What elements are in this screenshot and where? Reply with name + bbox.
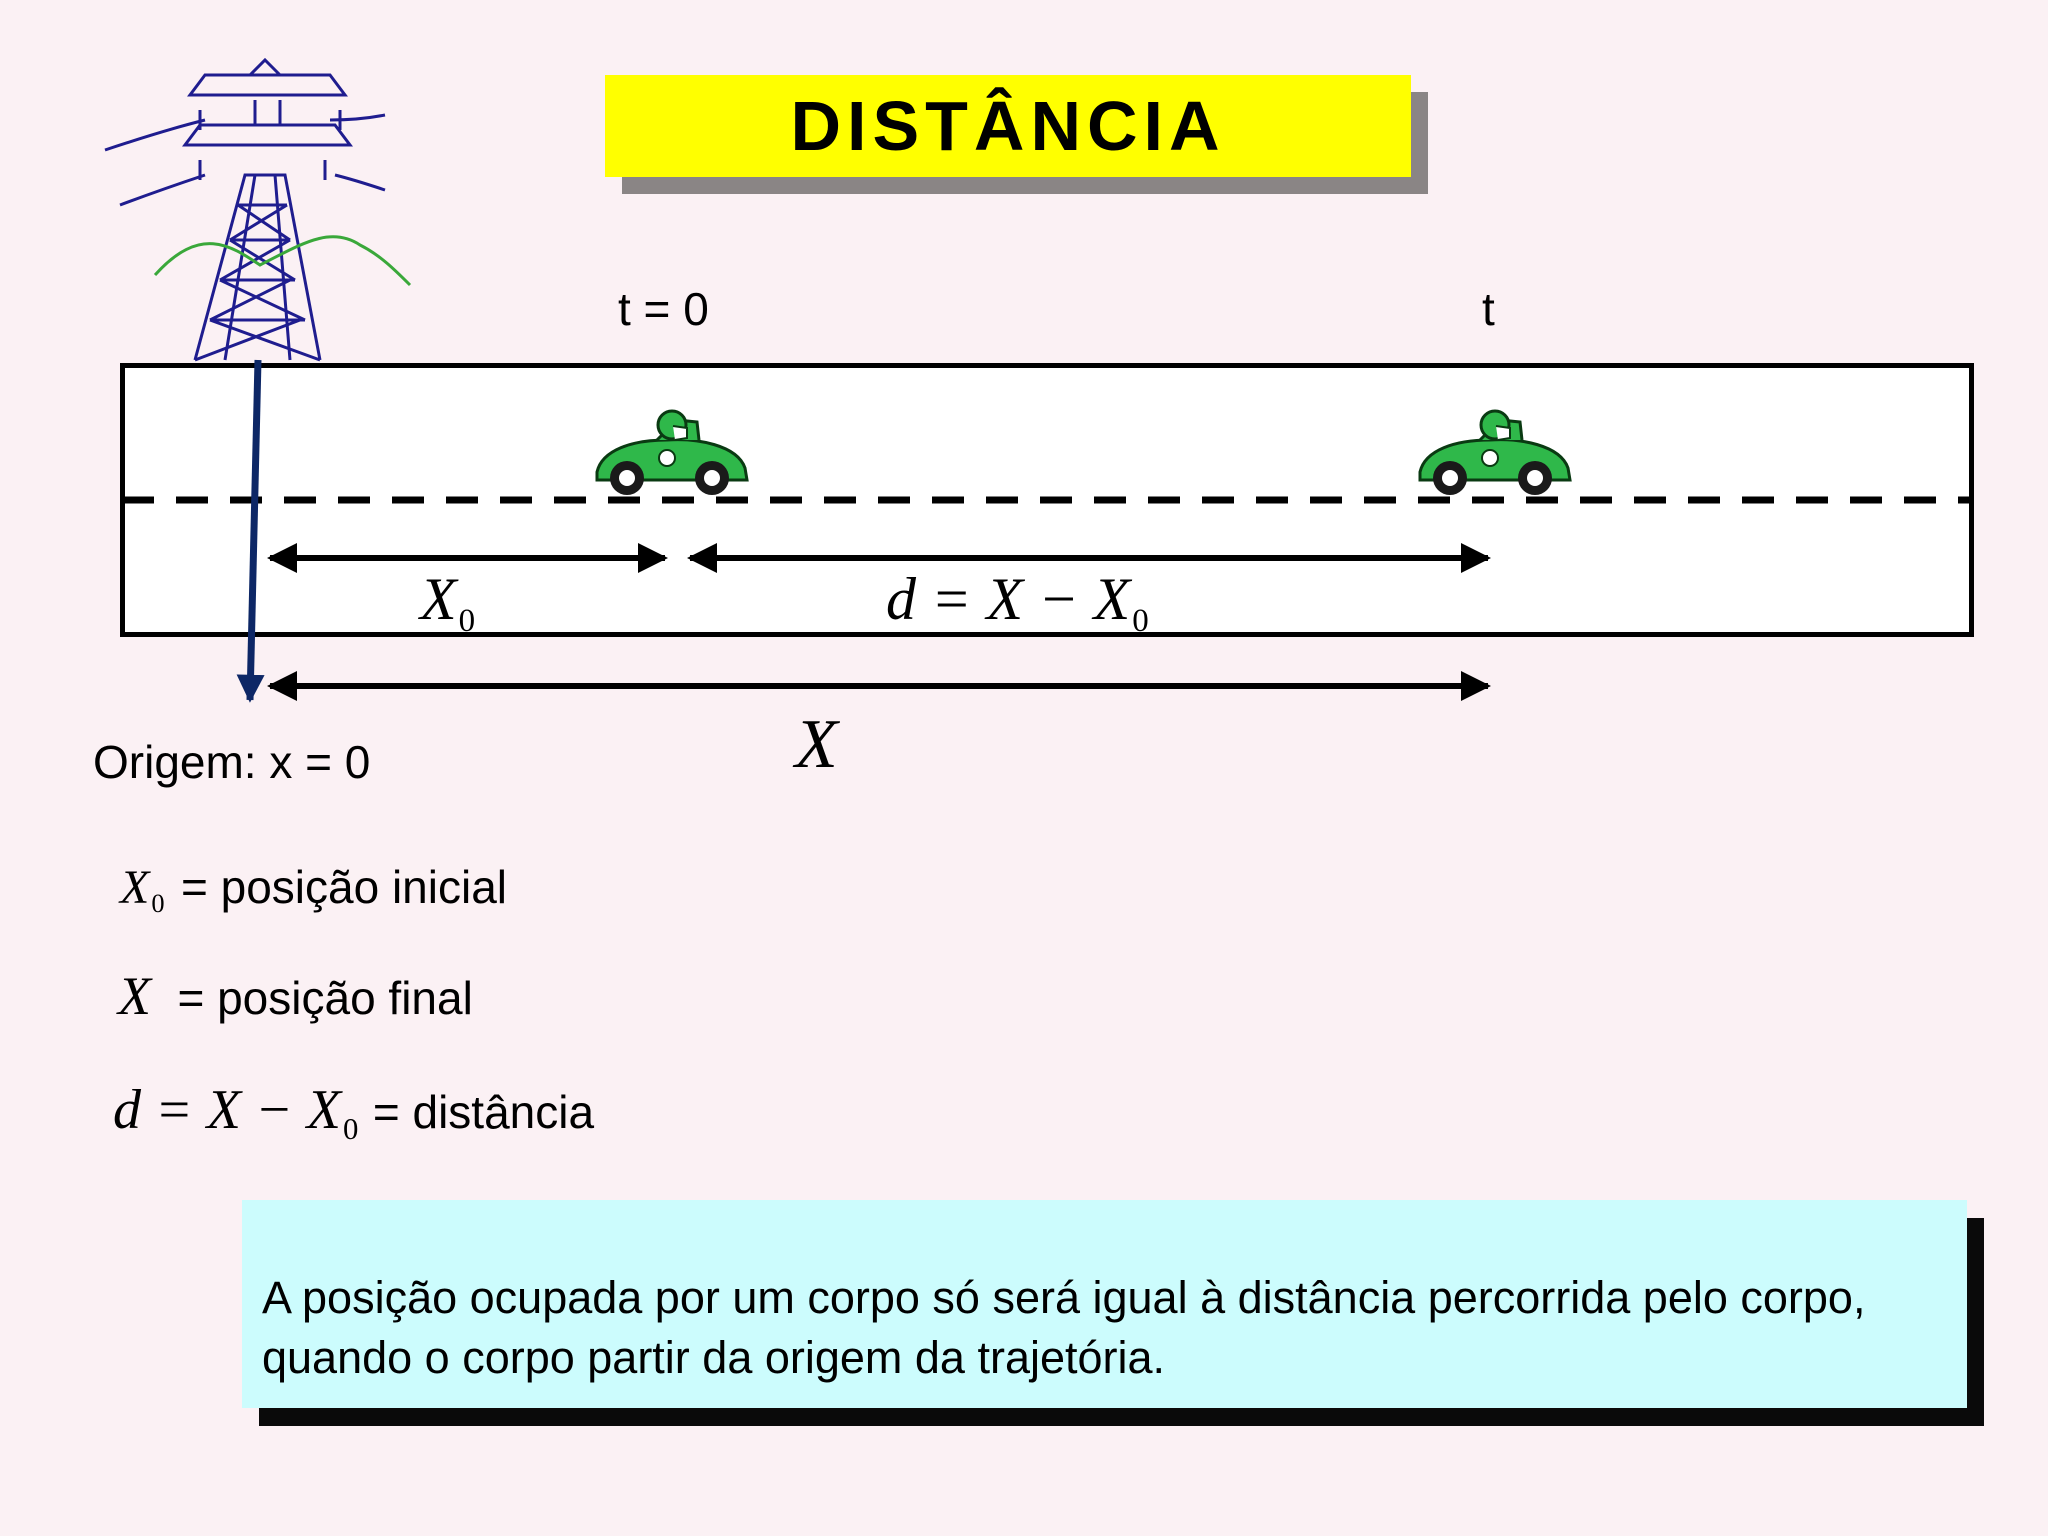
legend-symbol: d = X − X0 — [113, 1079, 359, 1146]
legend-item: d = X − X0 = distância — [113, 1078, 594, 1147]
legend-symbol: X — [118, 966, 151, 1026]
race-car-icon — [1418, 409, 1572, 497]
legend-item: X0 = posição inicial — [120, 860, 507, 919]
legend-text: = posição inicial — [180, 861, 508, 913]
x0-label: X0 — [420, 566, 476, 639]
x-label: X — [795, 706, 838, 783]
race-car-icon — [595, 409, 749, 497]
wire-curve — [153, 235, 412, 287]
distance-label: d = X − X0 — [886, 566, 1149, 639]
legend-item: X = posição final — [118, 965, 473, 1027]
legend-text: = distância — [372, 1086, 595, 1138]
origin-arrow — [236, 359, 265, 703]
time-end-label: t — [1482, 283, 1495, 335]
slide-title: DISTÂNCIA — [605, 75, 1411, 177]
note-box: A posição ocupada por um corpo só será i… — [242, 1200, 1967, 1408]
legend-symbol: X0 — [120, 861, 165, 919]
time-start-label: t = 0 — [618, 283, 709, 335]
legend-text: = posição final — [177, 972, 473, 1024]
origin-label: Origem: x = 0 — [93, 736, 371, 788]
power-tower-icon — [104, 57, 386, 362]
